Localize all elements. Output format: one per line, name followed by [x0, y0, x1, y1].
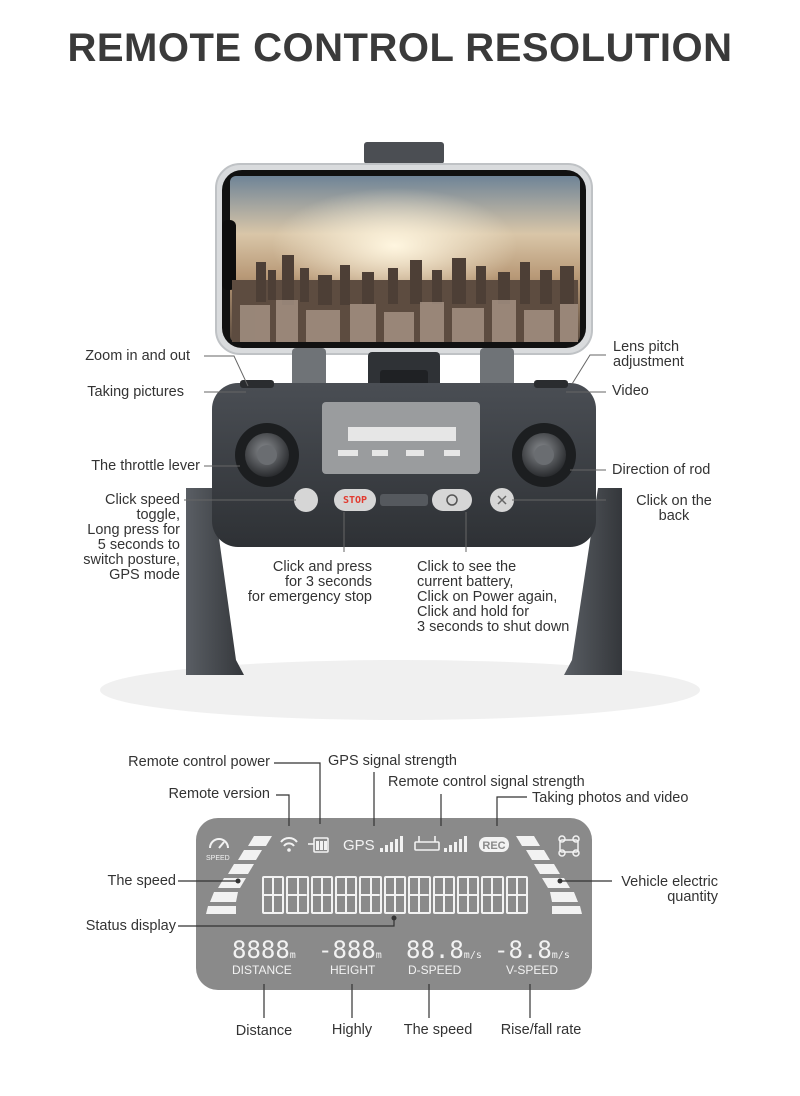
status-display-cell — [310, 876, 334, 914]
lcd-gps-label: GPS — [343, 837, 375, 854]
speed-toggle-button — [294, 488, 318, 512]
left-speed-bars — [206, 836, 272, 914]
label-click-back: Click on the back — [636, 493, 712, 524]
label-vehicle-quantity: Vehicle electric quantity — [621, 874, 718, 905]
lcd-distance-label: DISTANCE — [232, 963, 292, 977]
left-arm — [292, 348, 326, 388]
lcd-vspeed-value: -8.8m/s — [494, 936, 570, 964]
label-remote-signal: Remote control signal strength — [388, 774, 585, 790]
controller-leader-lines — [184, 354, 606, 552]
status-display-cell — [481, 876, 504, 914]
label-zoom: Zoom in and out — [85, 348, 190, 364]
label-remote-version: Remote version — [168, 786, 270, 802]
label-taking-pictures: Taking pictures — [87, 384, 184, 400]
stop-button-label[interactable]: STOP — [342, 495, 368, 506]
label-the-speed-left: The speed — [107, 873, 176, 889]
status-display-cell — [432, 876, 455, 914]
shoulder-left — [240, 380, 274, 388]
label-highly: Highly — [331, 1022, 373, 1038]
phone-clamp — [364, 142, 444, 164]
label-direction-rod: Direction of rod — [612, 462, 711, 478]
page-title: REMOTE CONTROL RESOLUTION — [67, 26, 733, 70]
lcd-height-value: -888m — [318, 936, 382, 964]
shoulder-right — [534, 380, 568, 388]
status-display-cell — [286, 876, 309, 914]
speedometer-icon — [209, 838, 229, 849]
label-speed-toggle: Click speed toggle, Long press for 5 sec… — [83, 492, 180, 583]
mini-lcd-segments — [338, 427, 460, 456]
label-photos-video: Taking photos and video — [532, 790, 689, 806]
label-power: Click to see the current battery, Click … — [417, 559, 570, 635]
floor-shadow — [100, 660, 700, 720]
phone-notch — [222, 220, 236, 290]
label-video: Video — [612, 383, 649, 399]
right-arm — [480, 348, 514, 388]
status-display-cell — [335, 876, 358, 914]
status-display-cell — [262, 876, 285, 914]
lcd-height-label: HEIGHT — [330, 963, 376, 977]
remote-power-icon — [308, 837, 329, 853]
status-display — [262, 876, 528, 914]
wifi-icon — [280, 837, 298, 847]
remote-signal-icon — [414, 836, 440, 851]
lcd-dspeed-value: 88.8m/s — [406, 936, 482, 964]
stop-button — [334, 489, 376, 511]
label-remote-power: Remote control power — [128, 754, 270, 770]
left-grip — [186, 488, 244, 675]
label-rise-fall: Rise/fall rate — [500, 1022, 582, 1038]
lcd-speed-badge: SPEED — [206, 855, 230, 862]
status-display-cell — [505, 876, 528, 914]
power-icon — [446, 494, 458, 506]
status-display-cell — [408, 876, 431, 914]
lcd-rec-label: REC — [482, 840, 506, 852]
power-button — [432, 489, 472, 511]
label-throttle: The throttle lever — [91, 458, 200, 474]
label-the-speed-bottom: The speed — [403, 1022, 473, 1038]
display-leader-lines — [178, 762, 612, 1018]
rec-badge — [479, 837, 509, 852]
city-foreground — [240, 300, 578, 342]
label-emergency-stop: Click and press for 3 seconds for emerge… — [247, 559, 372, 605]
status-display-cell — [359, 876, 382, 914]
remote-signal-bars — [444, 836, 467, 852]
gps-signal-bars — [380, 836, 403, 852]
vehicle-battery-icon — [558, 835, 580, 857]
lcd-distance-value: 8888m — [232, 936, 296, 964]
right-grip — [564, 488, 622, 675]
label-gps-strength: GPS signal strength — [328, 753, 457, 769]
label-distance: Distance — [235, 1023, 293, 1039]
status-display-cell — [383, 876, 407, 914]
return-icon — [497, 495, 507, 505]
label-lens-pitch: Lens pitch adjustment — [613, 339, 684, 370]
lcd-dspeed-label: D-SPEED — [408, 963, 462, 977]
label-status-display: Status display — [85, 918, 176, 934]
right-quantity-bars — [516, 836, 582, 914]
status-display-cell — [456, 876, 480, 914]
lcd-vspeed-label: V-SPEED — [506, 963, 559, 977]
